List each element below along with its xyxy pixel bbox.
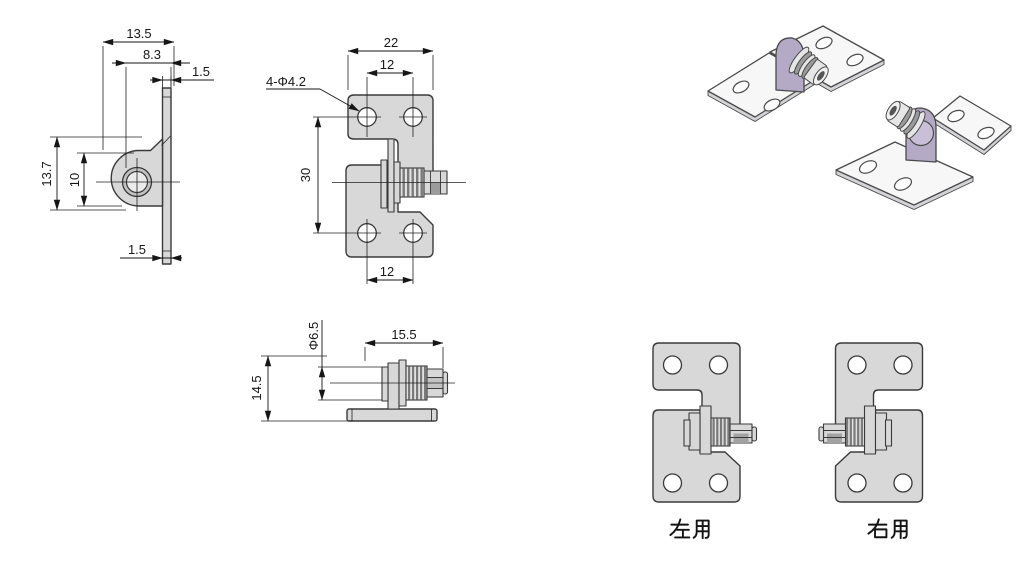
dim-side-width-mid: 8.3	[143, 47, 161, 62]
variant-right-label	[867, 518, 908, 540]
dim-side-height-outer: 13.7	[39, 161, 54, 186]
dim-profile-length: 15.5	[391, 327, 416, 342]
dim-profile-height: 14.5	[249, 375, 264, 400]
variant-left-label	[669, 518, 710, 540]
dim-side-thickness-top: 1.5	[192, 64, 210, 79]
dim-side-thickness-bottom: 1.5	[128, 242, 146, 257]
dim-front-hole-callout: 4-Φ4.2	[266, 74, 306, 89]
iso-render	[707, 25, 1012, 210]
side-view: 13.5 8.3 1.5 13.7 10 1.5	[39, 26, 214, 265]
dim-front-vertical-pitch: 30	[298, 168, 313, 182]
dim-profile-shaft-dia: Φ6.5	[306, 322, 321, 350]
dim-side-height-inner: 10	[67, 173, 82, 187]
dim-side-width-top: 13.5	[126, 26, 151, 41]
iso-hinge-left	[707, 25, 885, 122]
dim-front-hole-pitch-top: 12	[380, 57, 394, 72]
profile-view: Φ6.5 15.5 14.5	[249, 320, 455, 422]
front-view: 22 12 4-Φ4.2 30 12	[266, 35, 466, 284]
variant-right-part	[818, 342, 924, 503]
dim-front-hole-pitch-bottom: 12	[380, 264, 394, 279]
variant-left-part	[652, 342, 758, 503]
dim-front-overall-width: 22	[384, 35, 398, 50]
iso-hinge-right	[835, 94, 1012, 210]
